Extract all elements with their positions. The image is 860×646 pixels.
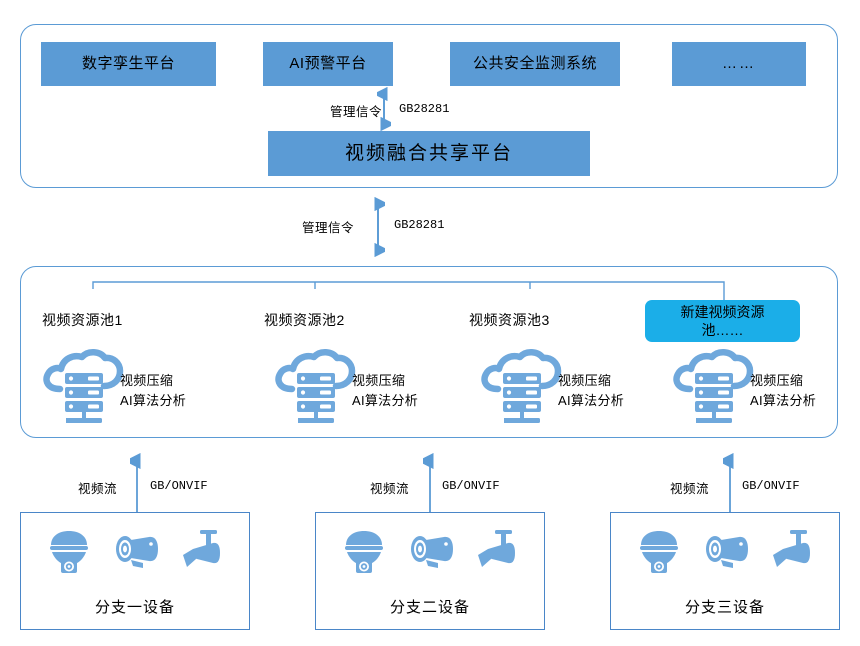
layer-link-label-cn: 管理信令 xyxy=(302,221,355,235)
pool-caption-1-line2: AI算法分析 xyxy=(120,392,187,408)
uplink-arrow-branch-1 xyxy=(130,452,141,512)
branch-label-2: 分支二设备 xyxy=(389,599,470,616)
app-box-ai-warning[interactable]: AI预警平台 xyxy=(263,42,393,86)
box-camera-icon xyxy=(773,530,810,567)
app-box-public-security[interactable]: 公共安全监测系统 xyxy=(450,42,620,86)
pool-node-4[interactable]: 视频压缩 AI算法分析 xyxy=(670,345,860,425)
box-camera-icon xyxy=(478,530,515,567)
branch-box-3[interactable]: 分支三设备 xyxy=(610,512,840,630)
branch-label-3: 分支三设备 xyxy=(684,599,765,616)
branch-box-1[interactable]: 分支一设备 xyxy=(20,512,250,630)
pool-node-1[interactable]: 视频压缩 AI算法分析 xyxy=(40,345,230,425)
pool-title-2: 视频资源池2 xyxy=(264,312,345,328)
video-fusion-sharing-platform-box[interactable]: 视频融合共享平台 xyxy=(268,131,590,176)
pool-node-3[interactable]: 视频压缩 AI算法分析 xyxy=(478,345,668,425)
uplink-label-2-en: GB/ONVIF xyxy=(442,479,500,493)
box-camera-icon xyxy=(183,530,220,567)
app-box-more-label: …… xyxy=(722,54,756,72)
app-box-ai-warning-label: AI预警平台 xyxy=(289,54,367,72)
dome-camera-icon xyxy=(50,531,88,573)
uplink-label-1-cn: 视频流 xyxy=(78,482,118,496)
uplink-arrow-branch-2 xyxy=(423,452,434,512)
uplink-label-3-cn: 视频流 xyxy=(670,482,710,496)
cloud-server-icon xyxy=(43,349,124,423)
camera-group-2 xyxy=(316,527,544,579)
uplink-label-1-en: GB/ONVIF xyxy=(150,479,208,493)
pool-caption-2-line1: 视频压缩 xyxy=(352,373,406,388)
layer-link-label-en: GB28281 xyxy=(394,218,445,232)
app-box-public-security-label: 公共安全监测系统 xyxy=(472,54,597,72)
cloud-server-icon xyxy=(275,349,356,423)
pool-caption-4-line2: AI算法分析 xyxy=(750,392,817,408)
app-box-digital-twin-label: 数字孪生平台 xyxy=(81,54,175,72)
uplink-label-2-cn: 视频流 xyxy=(370,482,410,496)
pool-caption-3-line1: 视频压缩 xyxy=(558,373,612,388)
uplink-label-3-en: GB/ONVIF xyxy=(742,479,800,493)
app-link-label-en: GB28281 xyxy=(399,102,450,116)
dome-camera-icon xyxy=(640,531,678,573)
pool-caption-3-line2: AI算法分析 xyxy=(558,392,625,408)
pool-node-2[interactable]: 视频压缩 AI算法分析 xyxy=(272,345,462,425)
camera-group-1 xyxy=(21,527,249,579)
pool-caption-4-line1: 视频压缩 xyxy=(750,373,804,388)
app-box-more[interactable]: …… xyxy=(672,42,806,86)
pool-title-1: 视频资源池1 xyxy=(42,312,123,328)
layer-link-arrow xyxy=(374,196,385,258)
cloud-server-icon xyxy=(673,349,754,423)
pool-caption-1-line1: 视频压缩 xyxy=(120,373,174,388)
branch-label-1: 分支一设备 xyxy=(94,599,175,616)
bullet-camera-icon xyxy=(116,536,158,568)
pool-title-4-line2: 池…… xyxy=(701,322,744,338)
app-link-label-cn: 管理信令 xyxy=(330,105,383,119)
app-box-digital-twin[interactable]: 数字孪生平台 xyxy=(41,42,216,86)
uplink-arrow-branch-3 xyxy=(723,452,734,512)
branch-box-2[interactable]: 分支二设备 xyxy=(315,512,545,630)
bullet-camera-icon xyxy=(411,536,453,568)
video-fusion-sharing-platform-label: 视频融合共享平台 xyxy=(344,142,513,164)
bullet-camera-icon xyxy=(706,536,748,568)
camera-group-3 xyxy=(611,527,839,579)
cloud-server-icon xyxy=(481,349,562,423)
dome-camera-icon xyxy=(345,531,383,573)
pool-title-4-line1: 新建视频资源 xyxy=(680,303,765,320)
app-platform-link-arrow xyxy=(377,86,391,132)
pool-title-3: 视频资源池3 xyxy=(469,312,550,328)
pool-caption-2-line2: AI算法分析 xyxy=(352,392,419,408)
pool-title-4-new-highlight[interactable]: 新建视频资源 池…… xyxy=(645,300,800,342)
